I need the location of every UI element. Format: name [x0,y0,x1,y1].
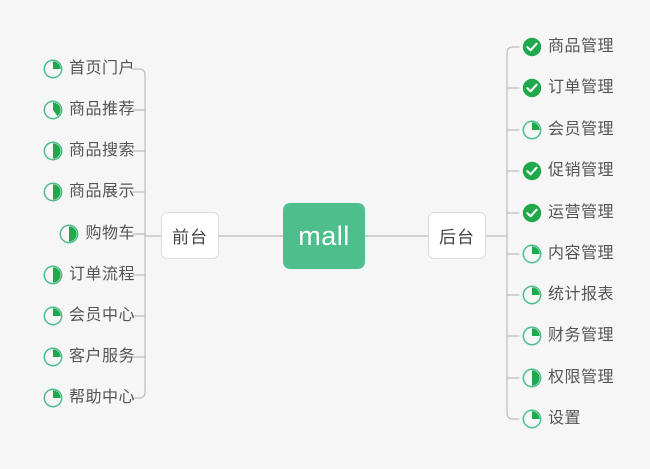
pie-progress-icon [522,285,542,305]
leaf-node-label: 购物车 [85,225,135,242]
leaf-node[interactable]: 会员中心 [43,303,135,329]
leaf-node[interactable]: 商品推荐 [43,97,135,123]
leaf-node[interactable]: 商品展示 [43,179,135,205]
leaf-node[interactable]: 权限管理 [522,365,614,391]
leaf-connector-stub [132,68,146,76]
branch-node-back-end[interactable]: 后台 [428,212,486,259]
pie-progress-icon [43,59,63,79]
leaf-node[interactable]: 运营管理 [522,200,614,226]
pie-progress-icon [522,326,542,346]
leaf-node[interactable]: 首页门户 [43,56,135,82]
pie-progress-icon [43,347,63,367]
leaf-node-label: 会员管理 [548,121,615,138]
leaf-node-label: 统计报表 [548,286,615,303]
pie-progress-icon [43,306,63,326]
root-node-mall[interactable]: mall [283,203,365,269]
leaf-node[interactable]: 订单管理 [522,75,614,101]
leaf-node-label: 客户服务 [68,348,135,365]
leaf-node[interactable]: 商品管理 [522,34,614,60]
right-connector-group [506,46,520,420]
pie-progress-icon [43,182,63,202]
leaf-node-label: 权限管理 [548,369,615,386]
leaf-connector-stub [132,391,146,399]
leaf-node-label: 商品管理 [548,38,615,55]
leaf-node-label: 订单管理 [548,79,615,96]
leaf-connector-stub [506,412,520,420]
branch-node-front-end[interactable]: 前台 [161,212,219,259]
leaf-node-label: 财务管理 [548,327,615,344]
leaf-node-label: 促销管理 [548,162,615,179]
leaf-node[interactable]: 会员管理 [522,117,614,143]
left-connector-group [132,68,146,399]
leaf-node-label: 商品搜索 [68,142,135,159]
leaf-node-label: 会员中心 [68,307,135,324]
leaf-node[interactable]: 订单流程 [43,262,135,288]
check-circle-icon [522,161,542,181]
leaf-node[interactable]: 商品搜索 [43,138,135,164]
leaf-node-label: 首页门户 [68,60,135,77]
pie-progress-icon [522,409,542,429]
check-circle-icon [522,203,542,223]
leaf-node[interactable]: 财务管理 [522,323,614,349]
leaf-node[interactable]: 购物车 [59,221,135,247]
leaf-node-label: 运营管理 [548,204,615,221]
pie-progress-icon [43,388,63,408]
leaf-node[interactable]: 设置 [522,406,581,432]
pie-progress-icon [522,368,542,388]
leaf-node[interactable]: 帮助中心 [43,385,135,411]
pie-progress-icon [43,141,63,161]
pie-progress-icon [522,120,542,140]
leaf-node-label: 设置 [548,410,582,427]
pie-progress-icon [522,244,542,264]
leaf-node-label: 商品展示 [68,183,135,200]
leaf-node[interactable]: 客户服务 [43,344,135,370]
leaf-node-label: 帮助中心 [68,389,135,406]
pie-progress-icon [60,224,79,244]
pie-progress-icon [43,100,63,120]
check-circle-icon [522,78,542,98]
leaf-node[interactable]: 促销管理 [522,158,614,184]
leaf-node-label: 商品推荐 [68,101,135,118]
leaf-node[interactable]: 内容管理 [522,241,614,267]
leaf-node-label: 订单流程 [68,266,135,283]
leaf-connector-stub [506,46,520,54]
leaf-node-label: 内容管理 [548,245,615,262]
leaf-node[interactable]: 统计报表 [522,282,614,308]
check-circle-icon [522,37,542,57]
pie-progress-icon [43,265,63,285]
